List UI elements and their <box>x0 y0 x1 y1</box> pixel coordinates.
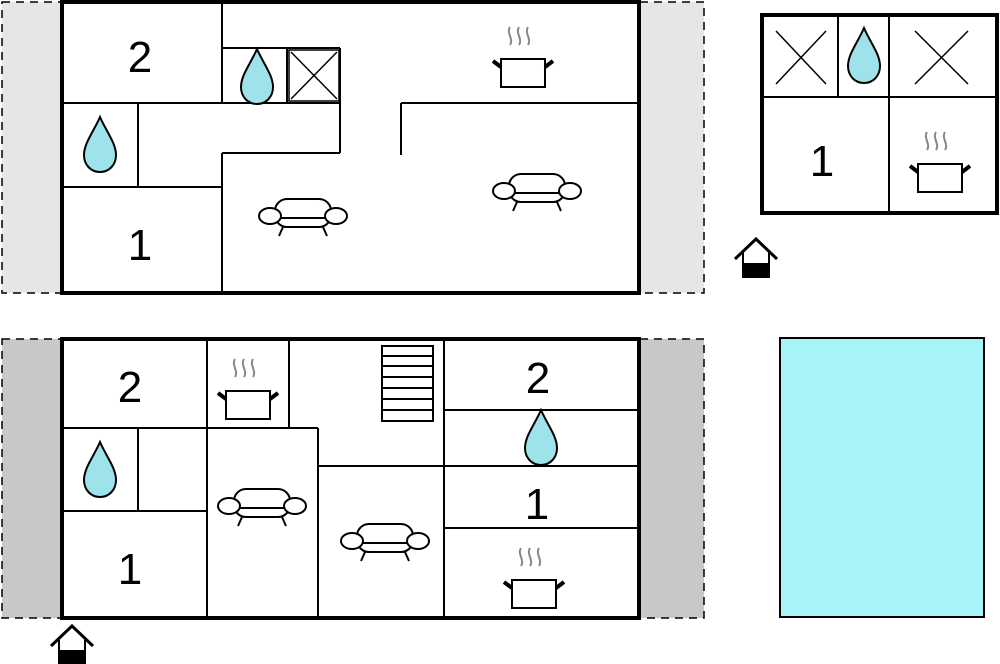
water-drop-icon <box>240 48 274 105</box>
cooking-pot-icon <box>491 25 555 89</box>
annex-outline <box>760 13 999 215</box>
cooking-pot-icon <box>216 357 280 421</box>
stairs-icon <box>381 345 434 422</box>
room-label: 1 <box>118 545 142 594</box>
water-drop-icon <box>83 116 117 173</box>
bottom-right-terrace <box>639 338 705 619</box>
water-drop-icon <box>847 27 881 84</box>
bottom-interior-walls <box>64 339 639 618</box>
sofa-icon <box>340 523 430 562</box>
cross-icon <box>288 49 340 102</box>
house-entrance-icon <box>49 624 95 664</box>
bottom-left-terrace <box>1 338 63 619</box>
top-building-outline <box>60 0 641 295</box>
top-building: 2 1 <box>1 0 705 295</box>
room-label: 2 <box>118 363 142 412</box>
water-drop-icon <box>524 409 558 466</box>
room-label: 1 <box>128 221 152 270</box>
cooking-pot-icon <box>908 130 972 194</box>
bottom-building: 2 1 2 1 <box>1 337 705 620</box>
room-label: 2 <box>128 33 152 82</box>
room-label: 1 <box>525 480 549 529</box>
annex-building: 1 <box>760 13 999 215</box>
room-label: 2 <box>526 354 550 403</box>
sofa-icon <box>492 173 582 212</box>
cross-icon <box>914 30 969 85</box>
water-drop-icon <box>83 441 117 498</box>
room-label: 1 <box>810 137 834 186</box>
top-right-terrace <box>639 1 705 294</box>
sofa-icon <box>258 198 348 237</box>
sofa-icon <box>217 488 307 527</box>
bottom-building-outline <box>60 337 641 620</box>
top-interior-walls <box>64 2 639 293</box>
house-entrance-icon <box>733 237 779 279</box>
top-left-terrace <box>1 1 63 294</box>
swimming-pool <box>779 337 985 618</box>
cross-icon <box>775 30 827 85</box>
cooking-pot-icon <box>502 546 566 610</box>
